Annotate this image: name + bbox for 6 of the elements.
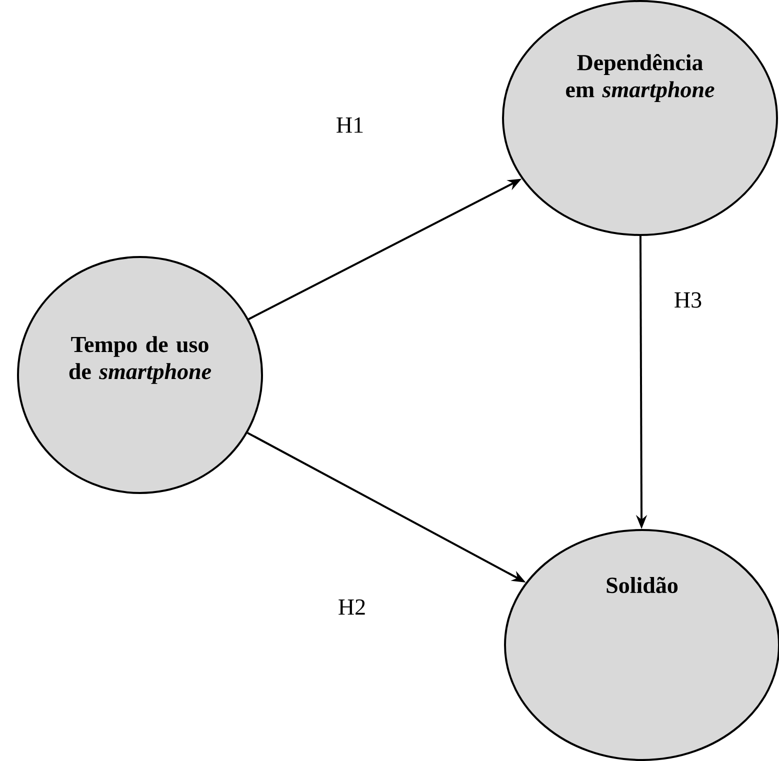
ellipse-node: Solidão xyxy=(504,529,779,761)
ellipse-node: Dependência em smartphone xyxy=(502,0,778,236)
ellipse-node: Tempo de uso de smartphone xyxy=(17,256,263,494)
edge-label: H3 xyxy=(672,291,704,309)
edge-label: H1 xyxy=(334,116,366,134)
edge-label: H2 xyxy=(336,598,368,616)
